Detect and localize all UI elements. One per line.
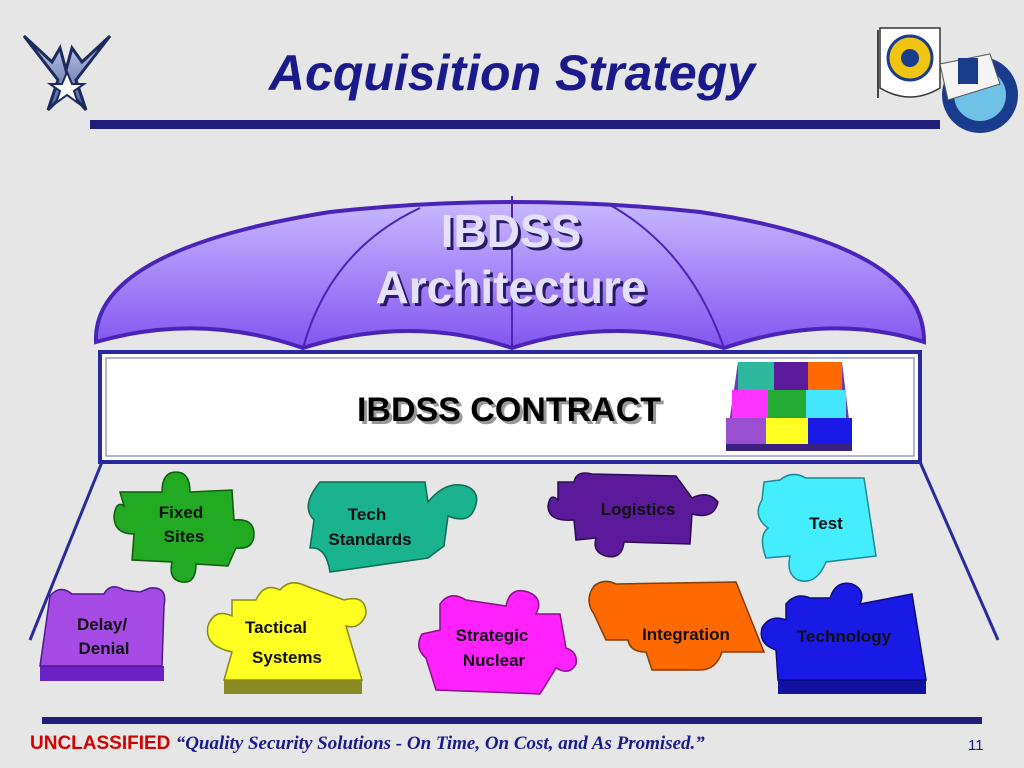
architecture-line1: IBDSS — [441, 205, 582, 257]
piece-integration: Integration — [588, 580, 766, 671]
piece-delay-denial: Delay/ Denial — [39, 586, 166, 681]
piece-tech-standards-line2: Standards — [328, 530, 411, 549]
page-number: 11 — [968, 737, 984, 754]
title-divider — [90, 120, 940, 129]
piece-fixed-sites: Fixed Sites — [113, 471, 255, 583]
piece-tactical-systems-line2: Systems — [252, 648, 322, 667]
piece-technology: Technology — [760, 582, 927, 694]
piece-tech-standards-line1: Tech — [348, 505, 386, 524]
contract-label: IBDSS CONTRACT — [357, 391, 661, 429]
footer-motto: “Quality Security Solutions - On Time, O… — [175, 733, 705, 754]
piece-strategic-nuclear-line2: Nuclear — [463, 651, 526, 670]
piece-tech-standards: Tech Standards — [307, 481, 478, 573]
funnel-left-line — [28, 461, 104, 641]
piece-tactical-systems: Tactical Systems — [206, 582, 367, 694]
footer-divider — [42, 717, 982, 724]
architecture-line2: Architecture — [376, 261, 647, 313]
funnel-right-line — [918, 461, 1000, 641]
piece-technology-label: Technology — [797, 627, 892, 646]
piece-test-label: Test — [809, 514, 843, 533]
piece-delay-denial-line1: Delay/ — [77, 615, 127, 634]
architecture-line1-shadow: IBDSS — [444, 208, 585, 260]
contract-label-shadow: IBDSS CONTRACT — [360, 394, 664, 432]
piece-tactical-systems-line1: Tactical — [245, 618, 307, 637]
classification-label: UNCLASSIFIED — [30, 733, 171, 754]
piece-logistics-label: Logistics — [601, 500, 676, 519]
piece-fixed-sites-line1: Fixed — [159, 503, 203, 522]
footer: UNCLASSIFIED “Quality Security Solutions… — [30, 733, 705, 755]
command-emblem-icon — [877, 27, 941, 98]
piece-test: Test — [757, 473, 877, 582]
architecture-line2-shadow: Architecture — [379, 264, 650, 316]
architecture-umbrella: IBDSS IBDSS Architecture Architecture — [93, 196, 927, 351]
puzzle-icon — [726, 362, 852, 451]
piece-fixed-sites-line2: Sites — [164, 527, 205, 546]
piece-logistics: Logistics — [547, 472, 719, 558]
piece-strategic-nuclear: Strategic Nuclear — [418, 589, 578, 695]
piece-strategic-nuclear-line1: Strategic — [456, 626, 529, 645]
piece-integration-label: Integration — [642, 625, 730, 644]
page-title: Acquisition Strategy — [268, 45, 756, 101]
program-office-seal-icon — [939, 53, 1018, 133]
air-force-wings-logo — [22, 34, 112, 112]
piece-delay-denial-line2: Denial — [78, 639, 129, 658]
